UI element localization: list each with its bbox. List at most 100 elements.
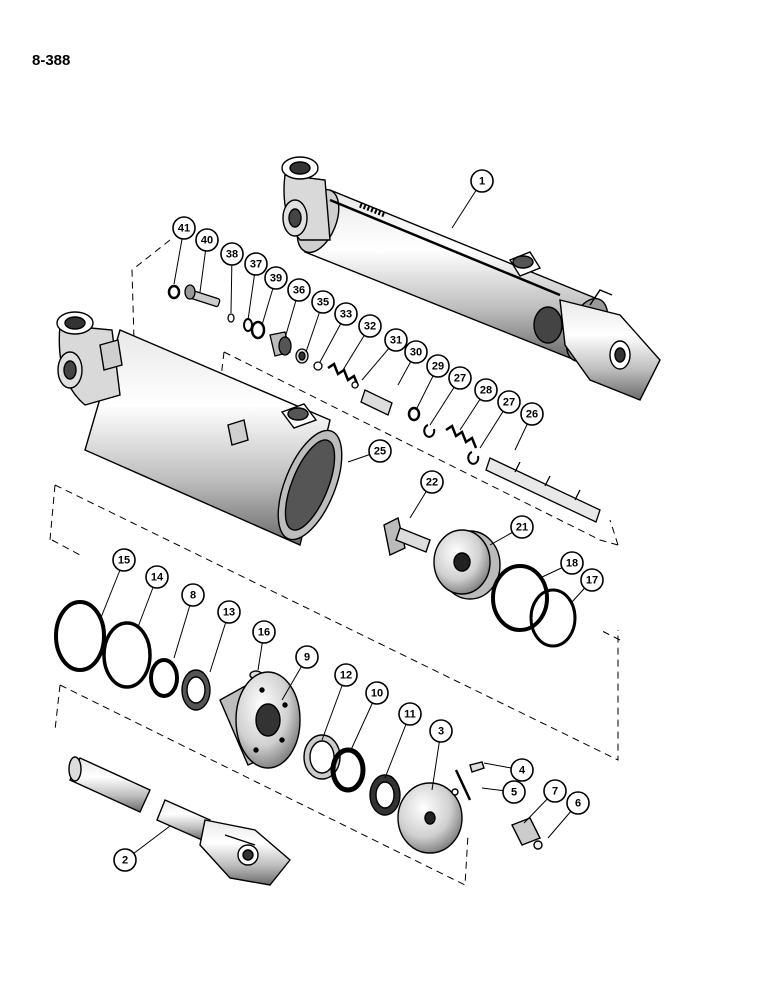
- callout-38: 38: [220, 242, 244, 314]
- callout-circle: [474, 378, 498, 402]
- callout-number: 4: [519, 765, 526, 777]
- callout-3: 3: [429, 719, 453, 791]
- callout-37: 37: [244, 252, 268, 321]
- callout-circle: [566, 791, 590, 815]
- callout-number: 27: [454, 373, 466, 385]
- callout-number: 25: [374, 446, 386, 458]
- callout-number: 40: [201, 235, 213, 247]
- callout-8: 8: [173, 583, 205, 659]
- callout-circle: [384, 328, 408, 352]
- callout-22: 22: [409, 470, 444, 519]
- callout-circle: [220, 242, 244, 266]
- callout-6: 6: [547, 791, 590, 839]
- callout-30: 30: [397, 340, 428, 386]
- callout-number: 6: [575, 798, 581, 810]
- callout-circle: [404, 340, 428, 364]
- callout-circle: [520, 402, 544, 426]
- end-cap-parts: [397, 761, 543, 854]
- callout-number: 17: [586, 575, 598, 587]
- callout-number: 41: [178, 223, 190, 235]
- small-parts-row: [167, 284, 601, 523]
- callout-circle: [217, 600, 241, 624]
- callout-number: 27: [503, 397, 515, 409]
- callout-circle: [113, 848, 137, 872]
- callout-33: 33: [319, 302, 358, 363]
- callout-16: 16: [252, 620, 276, 671]
- callout-number: 29: [432, 361, 444, 373]
- callout-11: 11: [384, 702, 422, 779]
- callout-18: 18: [539, 551, 584, 579]
- callout-28: 28: [459, 378, 498, 431]
- callout-number: 2: [122, 855, 128, 867]
- callout-number: 39: [270, 273, 282, 285]
- callout-circle: [560, 551, 584, 575]
- callout-circle: [358, 314, 382, 338]
- callout-32: 32: [342, 314, 382, 371]
- assembled-cylinder: [281, 156, 661, 401]
- callout-27: 27: [479, 390, 521, 449]
- callout-circle: [181, 583, 205, 607]
- callout-circle: [420, 470, 444, 494]
- callout-number: 9: [304, 652, 310, 664]
- gland: [219, 671, 401, 816]
- callout-number: 26: [526, 409, 538, 421]
- callout-number: 28: [480, 385, 492, 397]
- cylinder-barrel: [56, 311, 343, 546]
- callout-13: 13: [209, 600, 241, 673]
- callout-number: 7: [552, 786, 558, 798]
- callout-number: 5: [511, 787, 517, 799]
- callout-31: 31: [361, 328, 408, 381]
- callout-circle: [252, 620, 276, 644]
- callout-circle: [543, 779, 567, 803]
- callout-number: 12: [340, 670, 352, 682]
- callout-circle: [368, 439, 392, 463]
- callout-36: 36: [284, 278, 311, 339]
- callout-circle: [172, 216, 196, 240]
- callout-circle: [398, 702, 422, 726]
- callout-number: 13: [223, 607, 235, 619]
- callout-circle: [195, 228, 219, 252]
- callout-12: 12: [321, 663, 358, 741]
- callout-circle: [510, 758, 534, 782]
- callout-circle: [448, 366, 472, 390]
- callout-number: 18: [566, 558, 578, 570]
- callout-10: 10: [349, 681, 389, 753]
- callout-circle: [295, 645, 319, 669]
- callout-number: 11: [404, 709, 416, 721]
- callout-number: 31: [390, 335, 402, 347]
- callout-29: 29: [415, 354, 450, 411]
- callout-circle: [311, 290, 335, 314]
- callout-circle: [580, 568, 604, 592]
- callout-number: 32: [364, 321, 376, 333]
- callout-circle: [510, 515, 534, 539]
- callout-number: 1: [479, 176, 485, 188]
- callout-number: 3: [438, 726, 444, 738]
- callout-4: 4: [483, 758, 534, 782]
- callout-circle: [334, 663, 358, 687]
- callout-27: 27: [429, 366, 472, 426]
- callout-41: 41: [172, 216, 196, 285]
- callout-14: 14: [137, 565, 169, 628]
- callout-number: 14: [151, 572, 164, 584]
- callout-15: 15: [99, 548, 136, 621]
- callout-number: 38: [226, 249, 238, 261]
- callout-number: 16: [258, 627, 270, 639]
- callout-2: 2: [113, 825, 171, 872]
- callout-number: 33: [340, 309, 352, 321]
- callouts: 1414038373936353332313029272827262522211…: [99, 169, 604, 872]
- callout-39: 39: [261, 266, 288, 326]
- callout-circle: [264, 266, 288, 290]
- callout-26: 26: [514, 402, 544, 451]
- callout-circle: [502, 780, 526, 804]
- callout-number: 37: [250, 259, 262, 271]
- callout-circle: [287, 278, 311, 302]
- callout-number: 35: [317, 297, 329, 309]
- callout-number: 10: [371, 688, 383, 700]
- callout-circle: [365, 681, 389, 705]
- dashed-group-lines: [49, 239, 621, 886]
- callout-number: 22: [426, 477, 438, 489]
- callout-25: 25: [347, 439, 392, 463]
- page-number: 8-388: [32, 52, 71, 69]
- callout-circle: [145, 565, 169, 589]
- callout-circle: [470, 169, 494, 193]
